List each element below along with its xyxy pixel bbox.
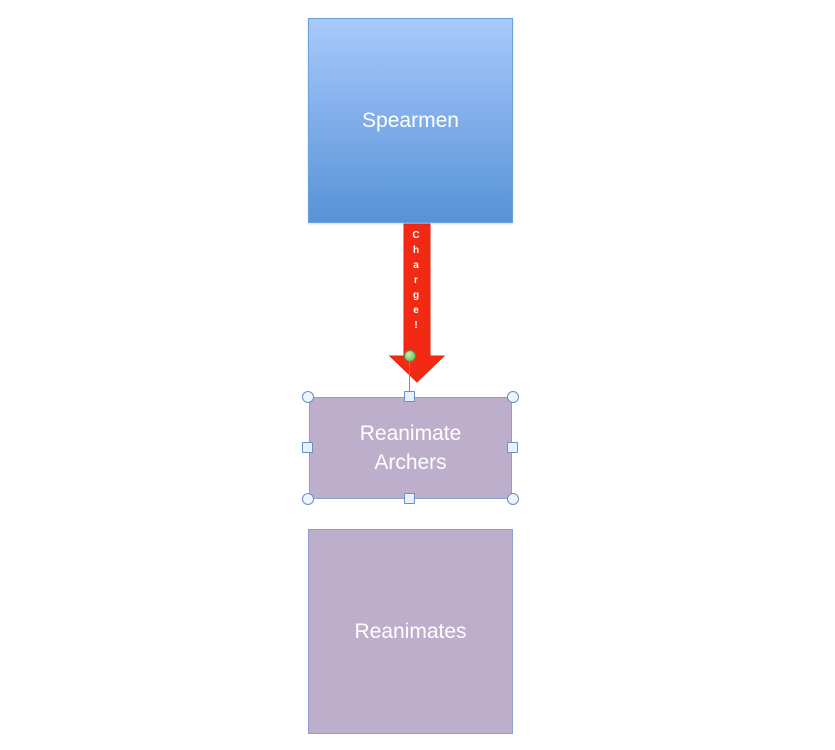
node-spearmen-label: Spearmen	[362, 109, 459, 132]
node-reanimate-archers[interactable]: Reanimate Archers	[309, 397, 512, 499]
charge-arrow-letter: C	[412, 230, 420, 241]
charge-arrow-letter: a	[413, 260, 419, 271]
resize-handle-top-left[interactable]	[302, 391, 314, 403]
node-reanimates-label: Reanimates	[354, 620, 467, 643]
resize-handle-bottom[interactable]	[404, 493, 415, 504]
charge-arrow-letter: h	[412, 245, 420, 256]
resize-handle-top-right[interactable]	[507, 391, 519, 403]
node-reanimate-archers-label: Reanimate Archers	[359, 422, 462, 474]
rotation-handle[interactable]	[404, 350, 416, 362]
resize-handle-right[interactable]	[507, 442, 518, 453]
charge-arrow-letter: !	[414, 320, 418, 331]
node-spearmen[interactable]: Spearmen	[308, 18, 513, 223]
rotation-handle-line	[409, 361, 410, 391]
charge-arrow-letter: g	[412, 290, 420, 301]
resize-handle-bottom-left[interactable]	[302, 493, 314, 505]
resize-handle-top[interactable]	[404, 391, 415, 402]
resize-handle-left[interactable]	[302, 442, 313, 453]
charge-arrow-letter: e	[413, 305, 419, 316]
node-reanimates[interactable]: Reanimates	[308, 529, 513, 734]
resize-handle-bottom-right[interactable]	[507, 493, 519, 505]
charge-arrow-letter: r	[414, 275, 418, 286]
